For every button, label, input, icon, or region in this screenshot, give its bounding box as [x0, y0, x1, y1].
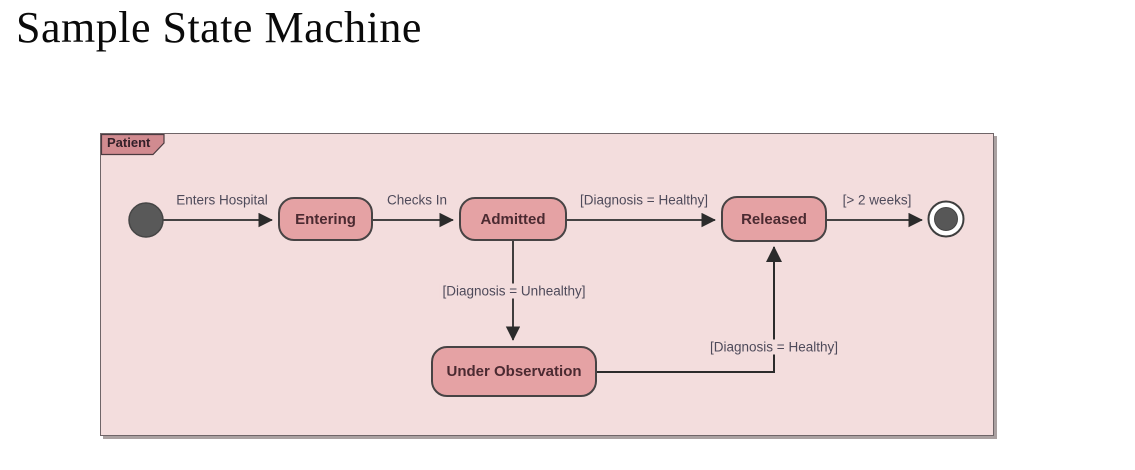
frame-tab-label[interactable]: Patient [107, 135, 151, 150]
state-machine-canvas [101, 134, 965, 373]
state-admitted[interactable]: Admitted [459, 197, 567, 241]
transition-label-checks-in[interactable]: Checks In [383, 192, 451, 208]
state-under-observation[interactable]: Under Observation [431, 346, 597, 397]
transition-label-diagnosis-unhealthy[interactable]: [Diagnosis = Unhealthy] [439, 283, 589, 299]
initial-state-node[interactable] [128, 202, 164, 238]
frame-tab-shape[interactable] [101, 134, 165, 156]
final-state-inner-dot [934, 207, 958, 231]
state-entering[interactable]: Entering [278, 197, 373, 241]
transition-label-diagnosis-healthy-top[interactable]: [Diagnosis = Healthy] [577, 192, 711, 208]
transition-label-enters-hospital[interactable]: Enters Hospital [173, 192, 271, 208]
transition-label-gt-2-weeks[interactable]: [> 2 weeks] [839, 192, 915, 208]
transition-label-diagnosis-healthy-bottom[interactable]: [Diagnosis = Healthy] [707, 339, 841, 355]
state-released[interactable]: Released [721, 196, 827, 242]
patient-frame: Patient Enters Hospital Checks In [Diagn… [100, 133, 994, 436]
transition-underobservation-to-released[interactable] [597, 246, 782, 373]
page-title: Sample State Machine [16, 3, 422, 52]
